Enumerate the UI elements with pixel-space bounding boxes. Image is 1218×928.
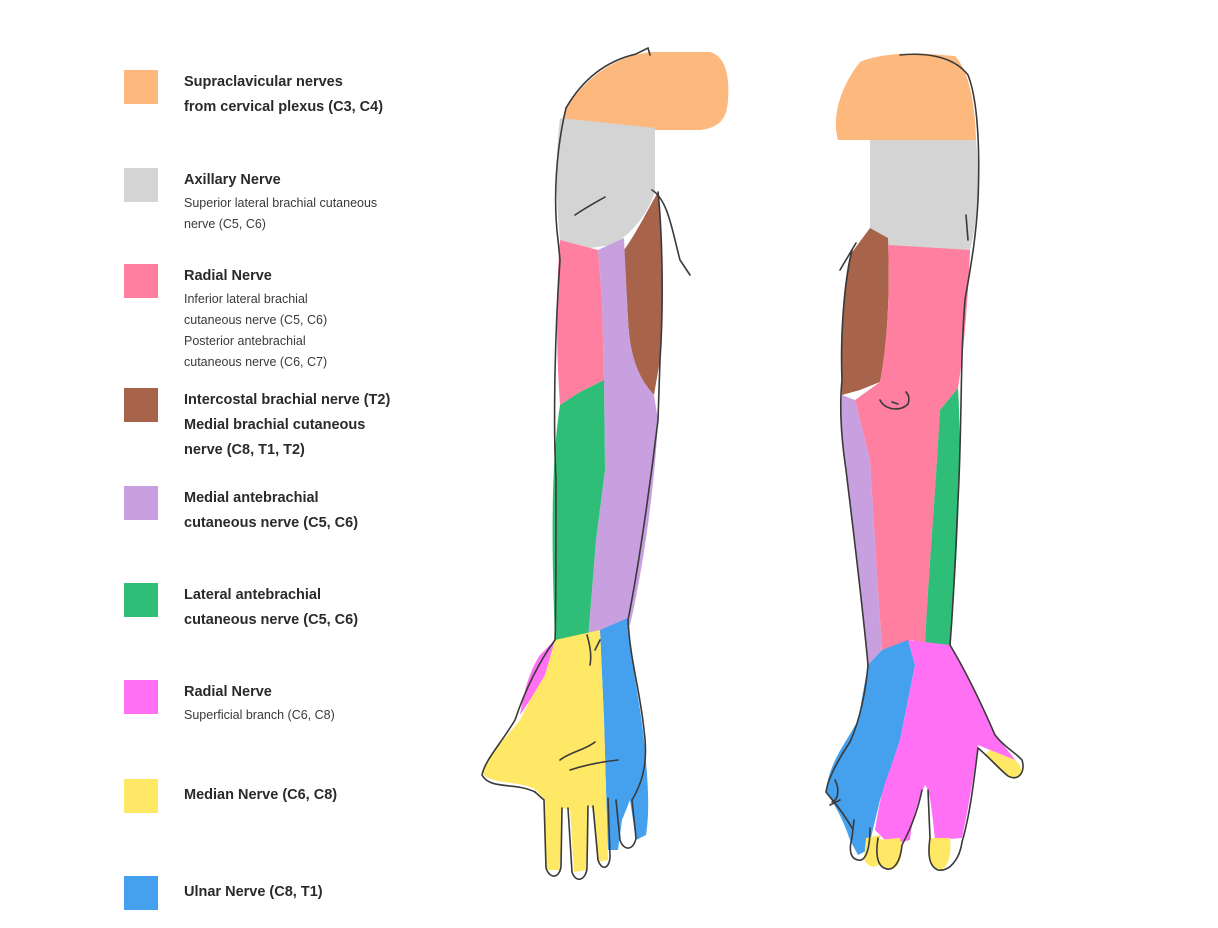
- region-ulnar-anterior: [600, 618, 649, 850]
- region-supraclavicular-posterior: [835, 53, 976, 140]
- legend-swatch: [124, 168, 158, 202]
- region-intercostal: [624, 192, 663, 395]
- legend-title: Medial brachial cutaneous: [184, 417, 366, 433]
- region-supraclavicular: [560, 52, 729, 130]
- posterior-arm-outline: [825, 53, 1024, 871]
- region-lateral-antebrachial: [552, 380, 605, 640]
- region-medial-antebrachial-posterior: [841, 395, 882, 665]
- legend-swatch: [124, 70, 158, 104]
- legend-title: Radial Nerve: [184, 684, 272, 700]
- legend-title: Median Nerve (C6, C8): [184, 787, 338, 803]
- legend-title: Medial antebrachial: [184, 490, 319, 506]
- legend-title: Intercostal brachial nerve (T2): [184, 392, 391, 408]
- region-radial-upper: [557, 240, 604, 405]
- legend-title: Axillary Nerve: [184, 172, 281, 188]
- region-intercostal-posterior: [841, 228, 889, 395]
- region-median-posterior-tips: [864, 750, 1022, 870]
- anterior-arm-outline: [481, 46, 691, 880]
- legend-subtitle: cutaneous nerve (C6, C7): [184, 355, 328, 369]
- legend-subtitle: nerve (C5, C6): [184, 217, 266, 231]
- legend-subtitle: Inferior lateral brachial: [184, 292, 308, 306]
- legend-title: cutaneous nerve (C5, C6): [184, 515, 359, 531]
- legend-swatch: [124, 680, 158, 714]
- legend-swatch: [124, 264, 158, 298]
- legend-title: from cervical plexus (C3, C4): [184, 99, 384, 115]
- legend-subtitle: Superficial branch (C6, C8): [184, 708, 335, 722]
- region-radial-superficial-posterior: [875, 640, 1015, 845]
- posterior-arm: [826, 53, 1022, 870]
- legend-title: nerve (C8, T1, T2): [184, 442, 305, 458]
- region-lateral-antebrachial-posterior: [925, 388, 960, 645]
- legend-swatch: [124, 779, 158, 813]
- legend-subtitle: Posterior antebrachial: [184, 334, 306, 348]
- region-medial-antebrachial: [588, 238, 658, 640]
- legend-subtitle: Superior lateral brachial cutaneous: [184, 196, 378, 210]
- legend-swatch: [124, 583, 158, 617]
- legend-swatch: [124, 486, 158, 520]
- region-median-anterior: [483, 630, 608, 872]
- anterior-arm: [483, 52, 729, 872]
- legend-swatch: [124, 388, 158, 422]
- legend-title: Supraclavicular nerves: [184, 74, 343, 90]
- region-radial-superficial-anterior: [520, 640, 555, 715]
- legend-title: Ulnar Nerve (C8, T1): [184, 884, 323, 900]
- region-axillary: [556, 118, 655, 248]
- region-axillary-posterior: [870, 140, 978, 250]
- legend-title: cutaneous nerve (C5, C6): [184, 612, 359, 628]
- region-radial-posterior: [855, 245, 970, 650]
- region-ulnar-posterior: [826, 640, 915, 855]
- legend-subtitle: cutaneous nerve (C5, C6): [184, 313, 328, 327]
- legend-title: Lateral antebrachial: [184, 587, 321, 603]
- legend-swatch: [124, 876, 158, 910]
- legend-title: Radial Nerve: [184, 268, 272, 284]
